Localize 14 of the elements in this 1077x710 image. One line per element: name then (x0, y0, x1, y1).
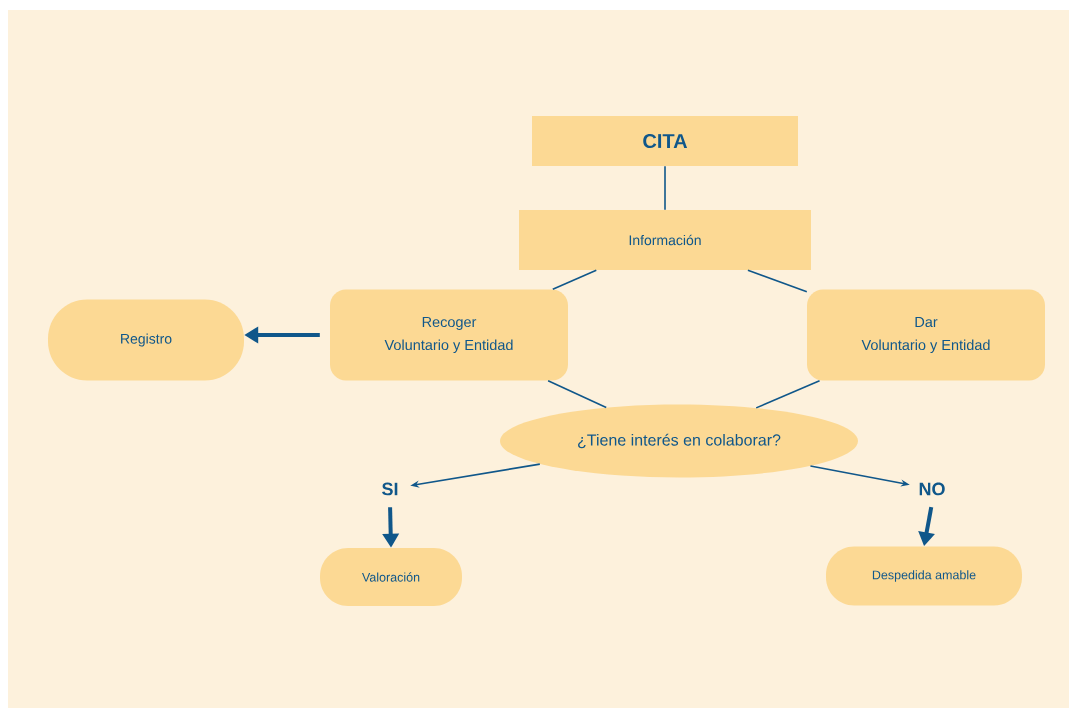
answer-label: SI (382, 482, 398, 496)
process-box: Información (519, 210, 811, 270)
terminal-box: Valoración (320, 548, 462, 606)
connector-line (747, 269, 808, 293)
answer-label: NO (919, 482, 945, 496)
connector-line (552, 269, 598, 291)
connector-line (755, 379, 821, 409)
process-box: Recoger Voluntario y Entidad (330, 289, 568, 381)
terminal-box: Despedida amable (826, 546, 1022, 606)
title-box: CITA (532, 116, 798, 166)
process-box: Dar Voluntario y Entidad (807, 289, 1045, 381)
terminal-box: Registro (48, 299, 244, 381)
connector-line (547, 379, 608, 409)
connector-line (664, 165, 666, 211)
